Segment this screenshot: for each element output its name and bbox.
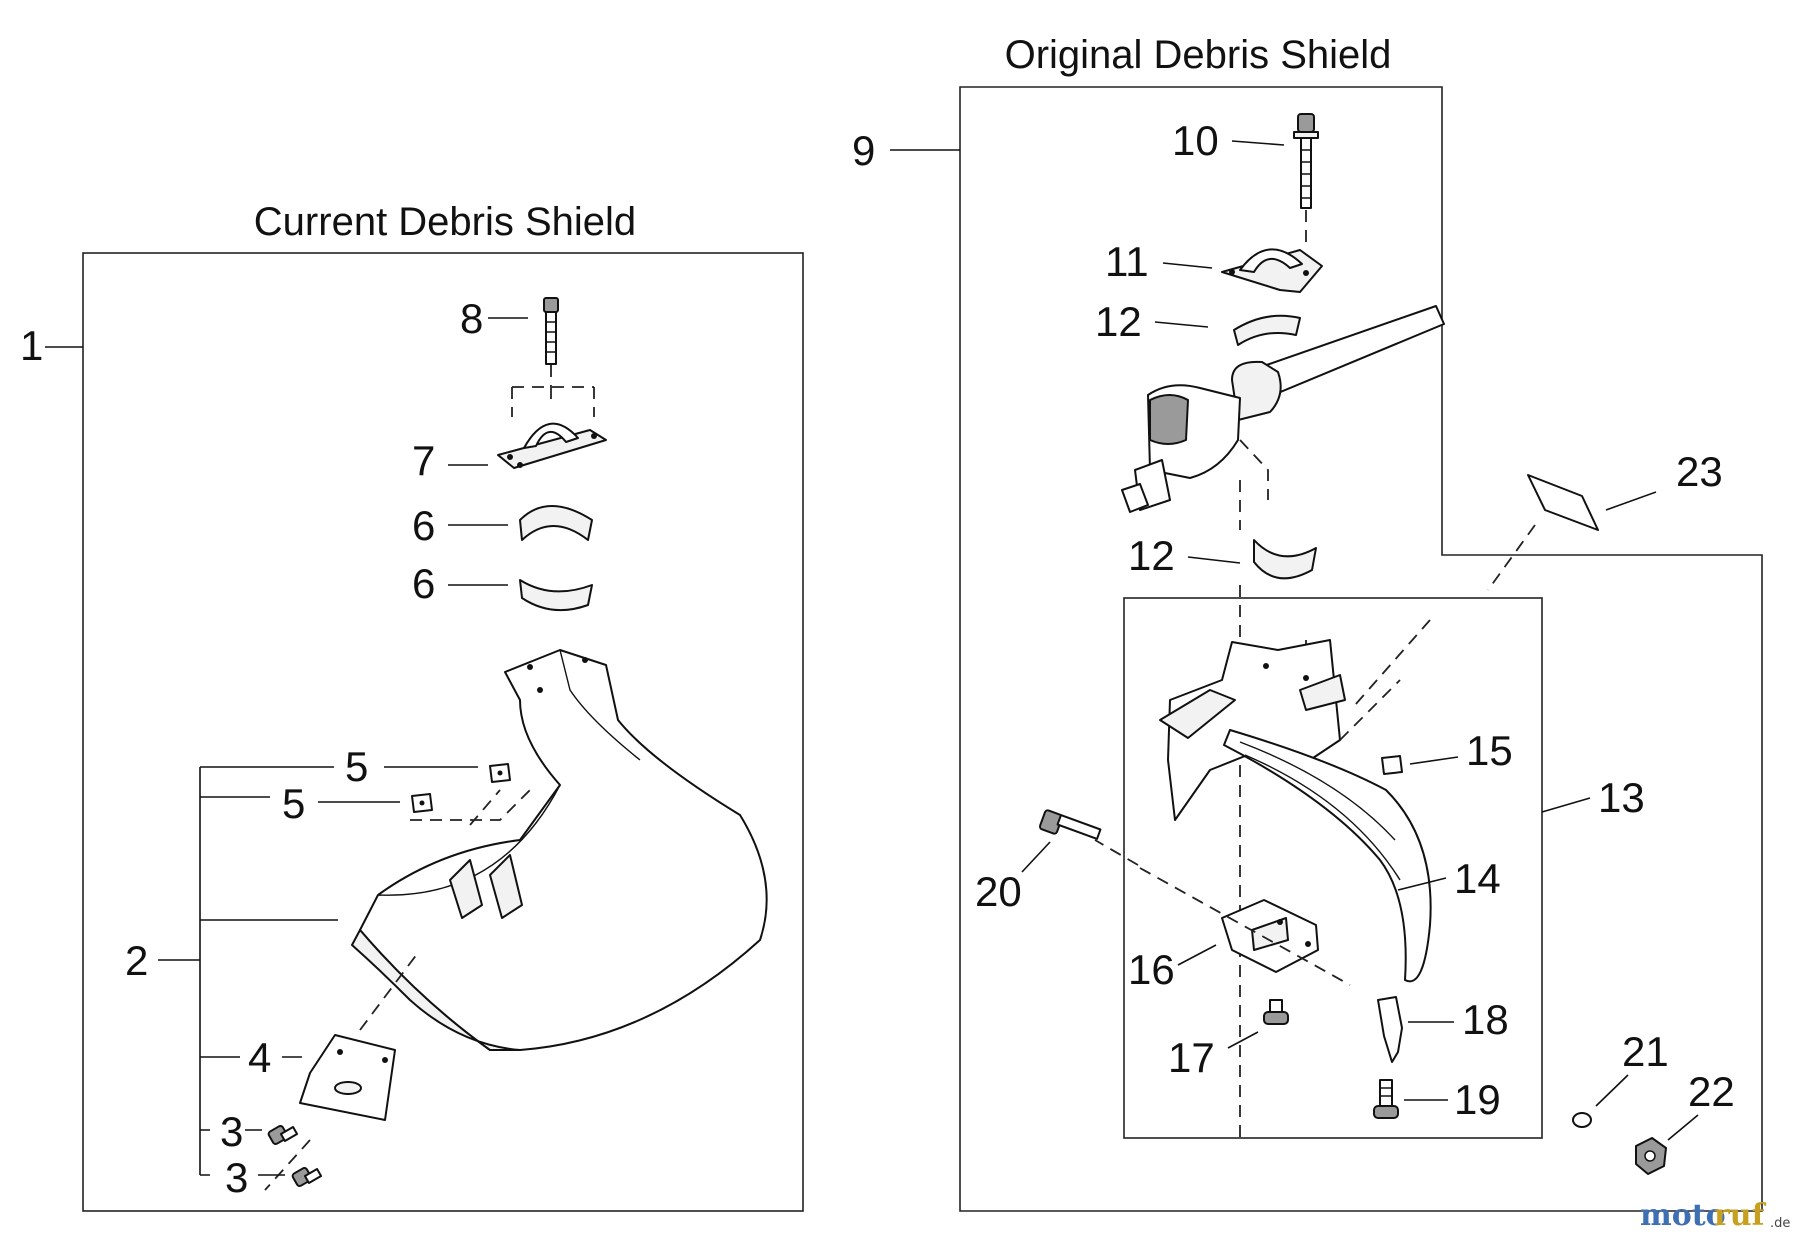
screw-3-upper <box>267 1125 299 1145</box>
liner-6-upper <box>519 505 593 541</box>
svg-text:moto: moto <box>1640 1198 1726 1233</box>
frame-original-debris-shield <box>959 86 1763 1212</box>
debris-shield-2 <box>351 649 768 1051</box>
drive-shaft-gear-head <box>1121 305 1445 513</box>
leader-13 <box>1541 797 1591 813</box>
clamp-11 <box>1221 248 1323 293</box>
leader-15 <box>1409 756 1459 765</box>
shield-14-guide <box>1339 619 1431 741</box>
screw-3-lower <box>291 1167 323 1187</box>
leader-22 <box>1667 1114 1699 1141</box>
washer-21 <box>1572 1112 1592 1128</box>
callout-2: 2 <box>125 937 148 984</box>
leader-11 <box>1162 262 1213 269</box>
frame-shield-assembly-13 <box>1123 597 1543 1139</box>
bolt-20 <box>1038 809 1102 840</box>
leader-23 <box>1605 491 1657 511</box>
callout-3-upper: 3 <box>220 1108 243 1155</box>
callout-5-upper: 5 <box>345 743 368 790</box>
callout-20: 20 <box>975 868 1022 915</box>
label-23-guide <box>1487 524 1536 591</box>
leader-17 <box>1227 1031 1259 1049</box>
callout-12-lower: 12 <box>1128 532 1175 579</box>
bolt-8 <box>543 297 559 365</box>
callout-6-lower: 6 <box>412 560 435 607</box>
callout-1: 1 <box>20 322 43 369</box>
leader-12-upper <box>1154 321 1209 328</box>
shaft-guide <box>1239 439 1307 1140</box>
callout-12-upper: 12 <box>1095 298 1142 345</box>
nut-22 <box>1635 1137 1667 1175</box>
clamp-7 <box>497 422 607 469</box>
callout-7: 7 <box>412 437 435 484</box>
callout-8: 8 <box>460 295 483 342</box>
callout-17: 17 <box>1168 1034 1215 1081</box>
bolt-10 <box>1293 113 1319 209</box>
nut-5-guide <box>410 789 531 826</box>
callout-18: 18 <box>1462 996 1509 1043</box>
nut-15 <box>1381 755 1403 775</box>
liner-12-upper <box>1233 314 1301 346</box>
callout-10: 10 <box>1172 117 1219 164</box>
shield-14 <box>1159 639 1432 983</box>
callout-13: 13 <box>1598 774 1645 821</box>
bracket-2 <box>199 766 338 1176</box>
liner-6-lower <box>519 579 593 612</box>
liner-12-lower <box>1253 539 1317 580</box>
callout-16: 16 <box>1128 946 1175 993</box>
callout-14: 14 <box>1454 855 1501 902</box>
leader-21 <box>1595 1074 1629 1107</box>
callout-3-lower: 3 <box>225 1154 248 1201</box>
bolt-8-guide <box>511 365 595 417</box>
callout-22: 22 <box>1688 1068 1735 1115</box>
callout-5-lower: 5 <box>282 780 305 827</box>
callout-21: 21 <box>1622 1028 1669 1075</box>
title-current-debris-shield: Current Debris Shield <box>254 200 636 244</box>
title-original-debris-shield: Original Debris Shield <box>1005 33 1392 77</box>
screw-19 <box>1373 1079 1399 1119</box>
leader-10 <box>1231 140 1285 146</box>
leader-12-lower <box>1187 556 1241 564</box>
svg-text:ruf: ruf <box>1714 1198 1767 1233</box>
callout-6-upper: 6 <box>412 502 435 549</box>
callout-11: 11 <box>1105 238 1149 285</box>
label-23 <box>1527 474 1599 531</box>
callout-19: 19 <box>1454 1076 1501 1123</box>
leader-14 <box>1397 877 1447 891</box>
bracket-16 <box>1221 899 1319 973</box>
callout-4: 4 <box>248 1034 271 1081</box>
frame-current-debris-shield <box>82 252 804 1212</box>
watermark-logo: moto ruf .de <box>1640 1198 1790 1233</box>
callout-9: 9 <box>852 127 875 174</box>
leader-20 <box>1021 841 1051 873</box>
callout-23: 23 <box>1676 448 1723 495</box>
plate-4 <box>299 1034 396 1121</box>
cutter-blade-18 <box>1377 996 1403 1063</box>
screw-17 <box>1263 999 1289 1025</box>
svg-text:.de: .de <box>1770 1216 1790 1231</box>
leader-16 <box>1177 944 1217 966</box>
plate-4-guide <box>264 949 421 1191</box>
callout-15: 15 <box>1466 727 1513 774</box>
bolt-20-guide <box>1094 839 1351 986</box>
